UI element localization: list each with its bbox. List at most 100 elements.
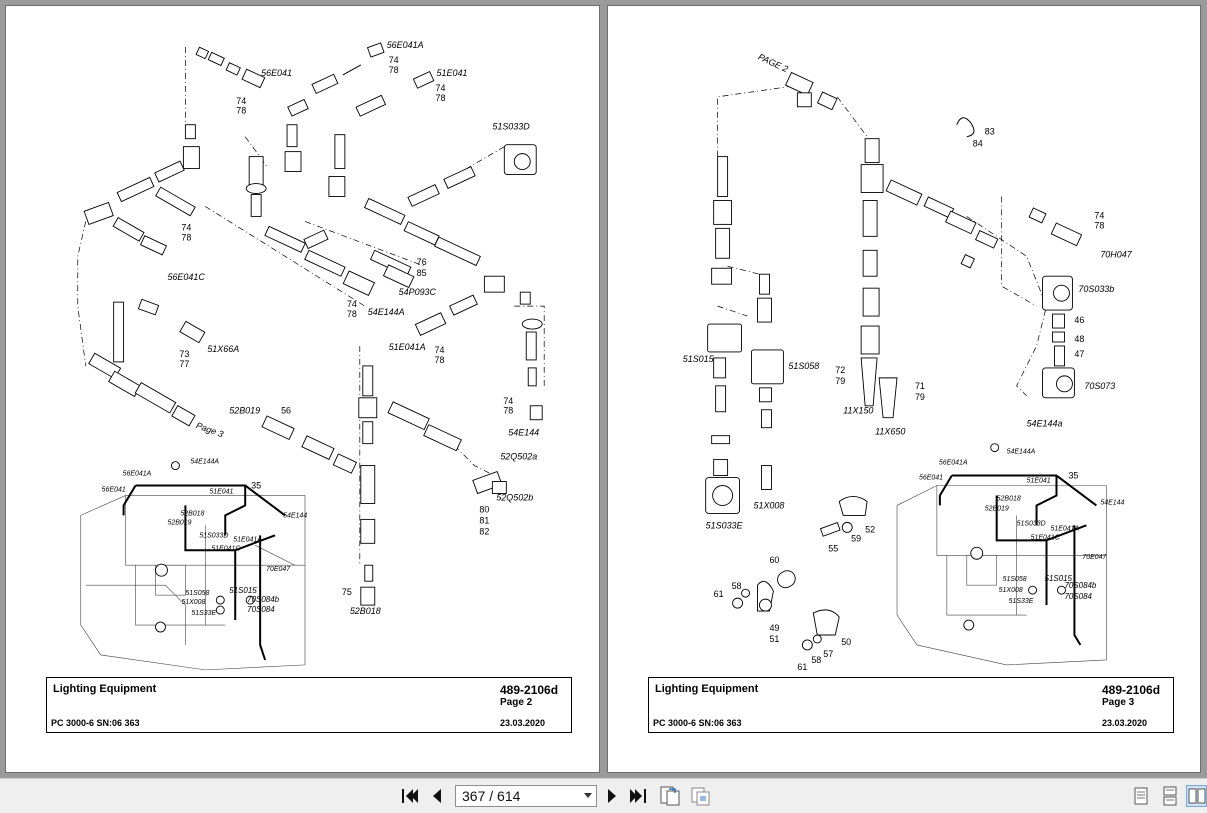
part-56E041: [195, 46, 266, 89]
first-page-icon: [402, 789, 418, 803]
label-56E041: 56E041: [261, 68, 292, 78]
overview-label: 51S058: [185, 590, 209, 597]
overview-label: 51S015: [1045, 574, 1073, 583]
overview-label: 51E041C: [1031, 534, 1061, 541]
page-number: Page 2: [500, 697, 533, 708]
machine-model: PC 3000-6 SN:06 363: [653, 718, 742, 728]
fit-view-button[interactable]: [689, 785, 711, 807]
exploded-parts-drawing: PAGE 2 83 84 74 78 70H047 70S033b 46 48 …: [683, 52, 1133, 671]
document-date: 23.03.2020: [500, 718, 546, 728]
item-84: 84: [973, 139, 983, 149]
overview-label: 70S084b: [247, 595, 279, 604]
overview-label: 70S084b: [1064, 581, 1096, 590]
drawing-title: Lighting Equipment: [53, 683, 157, 695]
overview-label: 51S033D: [199, 532, 228, 539]
rotate-view-button[interactable]: [659, 785, 681, 807]
item-78: 78: [389, 65, 399, 75]
item-51: 51: [769, 634, 779, 644]
overview-label: 51E041A: [233, 536, 262, 543]
item-50: 50: [841, 637, 851, 647]
overview-label: 54E144: [283, 512, 307, 519]
last-page-button[interactable]: [628, 785, 650, 807]
viewer-toolbar: 367 / 614: [0, 778, 1207, 813]
overview-label: 70S084: [247, 605, 275, 614]
page-number: Page 3: [1102, 697, 1135, 708]
page-reference: Page 3: [195, 420, 225, 439]
label-51E041A: 51E041A: [389, 342, 426, 352]
label-56E041C: 56E041C: [167, 272, 205, 282]
label-54E144a: 54E144a: [1027, 419, 1063, 429]
item-52: 52: [865, 524, 875, 534]
item-74: 74: [503, 396, 513, 406]
overview-label: 51E041A: [1051, 525, 1080, 532]
overview-label: 52B018: [997, 495, 1021, 502]
continuous-view-button[interactable]: [1159, 785, 1181, 807]
item-55: 55: [828, 543, 838, 553]
overview-label: 52B019: [167, 519, 191, 526]
item-75: 75: [342, 587, 352, 597]
label-56E041A: 56E041A: [387, 40, 424, 50]
machine-model: PC 3000-6 SN:06 363: [51, 718, 140, 728]
item-74: 74: [1094, 210, 1104, 220]
overview-label: 54E144A: [190, 459, 219, 466]
overview-label: 51X008: [999, 587, 1023, 594]
label-54E144A: 54E144A: [368, 307, 405, 317]
document-date: 23.03.2020: [1102, 718, 1148, 728]
item-49: 49: [769, 623, 779, 633]
item-74: 74: [389, 55, 399, 65]
item-71: 71: [915, 381, 925, 391]
page-rotate-icon: [660, 786, 680, 806]
exploded-parts-drawing: 56E041 74 78 56E041A 74 78 51E041 74 78 …: [77, 40, 545, 671]
overview-label: 70E047: [1082, 554, 1107, 561]
overview-label: 51S058: [1003, 576, 1027, 583]
label-51S058: 51S058: [788, 361, 819, 371]
label-52Q502a: 52Q502a: [500, 452, 537, 462]
first-page-button[interactable]: [398, 785, 420, 807]
page-reference: PAGE 2: [757, 52, 790, 74]
item-77: 77: [179, 359, 189, 369]
item-74: 74: [435, 345, 445, 355]
facing-pages-view-button[interactable]: [1186, 785, 1207, 807]
drawing-title: Lighting Equipment: [655, 683, 759, 695]
item-79: 79: [915, 392, 925, 402]
item-61: 61: [797, 662, 807, 671]
facing-pages-icon: [1188, 788, 1205, 804]
overview-label: 51S33E: [1009, 598, 1034, 605]
part-56E041A: [287, 42, 385, 117]
next-page-button[interactable]: [601, 785, 623, 807]
page-number-value: 367 / 614: [462, 788, 521, 804]
overview-label: 52B018: [180, 510, 204, 517]
overview-label: 56E041: [919, 475, 943, 482]
label-11X150: 11X150: [843, 406, 873, 416]
previous-page-icon: [433, 789, 441, 803]
label-54E144: 54E144: [508, 428, 539, 438]
chevron-down-icon[interactable]: [584, 793, 592, 798]
item-35: 35: [1068, 471, 1078, 481]
item-47: 47: [1074, 349, 1084, 359]
page-number-select[interactable]: 367 / 614: [455, 785, 597, 807]
item-78: 78: [503, 406, 513, 416]
label-70S073: 70S073: [1084, 381, 1115, 391]
overview-label: 54E144A: [1007, 449, 1036, 456]
next-page-icon: [608, 789, 616, 803]
item-78: 78: [181, 232, 191, 242]
single-page-view-button[interactable]: [1130, 785, 1152, 807]
previous-page-button[interactable]: [426, 785, 448, 807]
label-51S015: 51S015: [683, 354, 714, 364]
machine-overview-sketch: [896, 443, 1107, 666]
item-60: 60: [769, 555, 779, 565]
item-78: 78: [347, 309, 357, 319]
item-59: 59: [851, 533, 861, 543]
item-85: 85: [417, 268, 427, 278]
item-79: 79: [835, 376, 845, 386]
item-74: 74: [347, 299, 357, 309]
item-58: 58: [811, 655, 821, 665]
overview-label: 51S033D: [1017, 520, 1046, 527]
document-number: 489-2106d: [1102, 683, 1161, 697]
label-51S033D: 51S033D: [492, 122, 530, 132]
label-51X66A: 51X66A: [207, 344, 239, 354]
item-56: 56: [281, 406, 291, 416]
label-52B019: 52B019: [229, 406, 260, 416]
item-48: 48: [1074, 334, 1084, 344]
overview-label: 56E041: [102, 486, 126, 493]
